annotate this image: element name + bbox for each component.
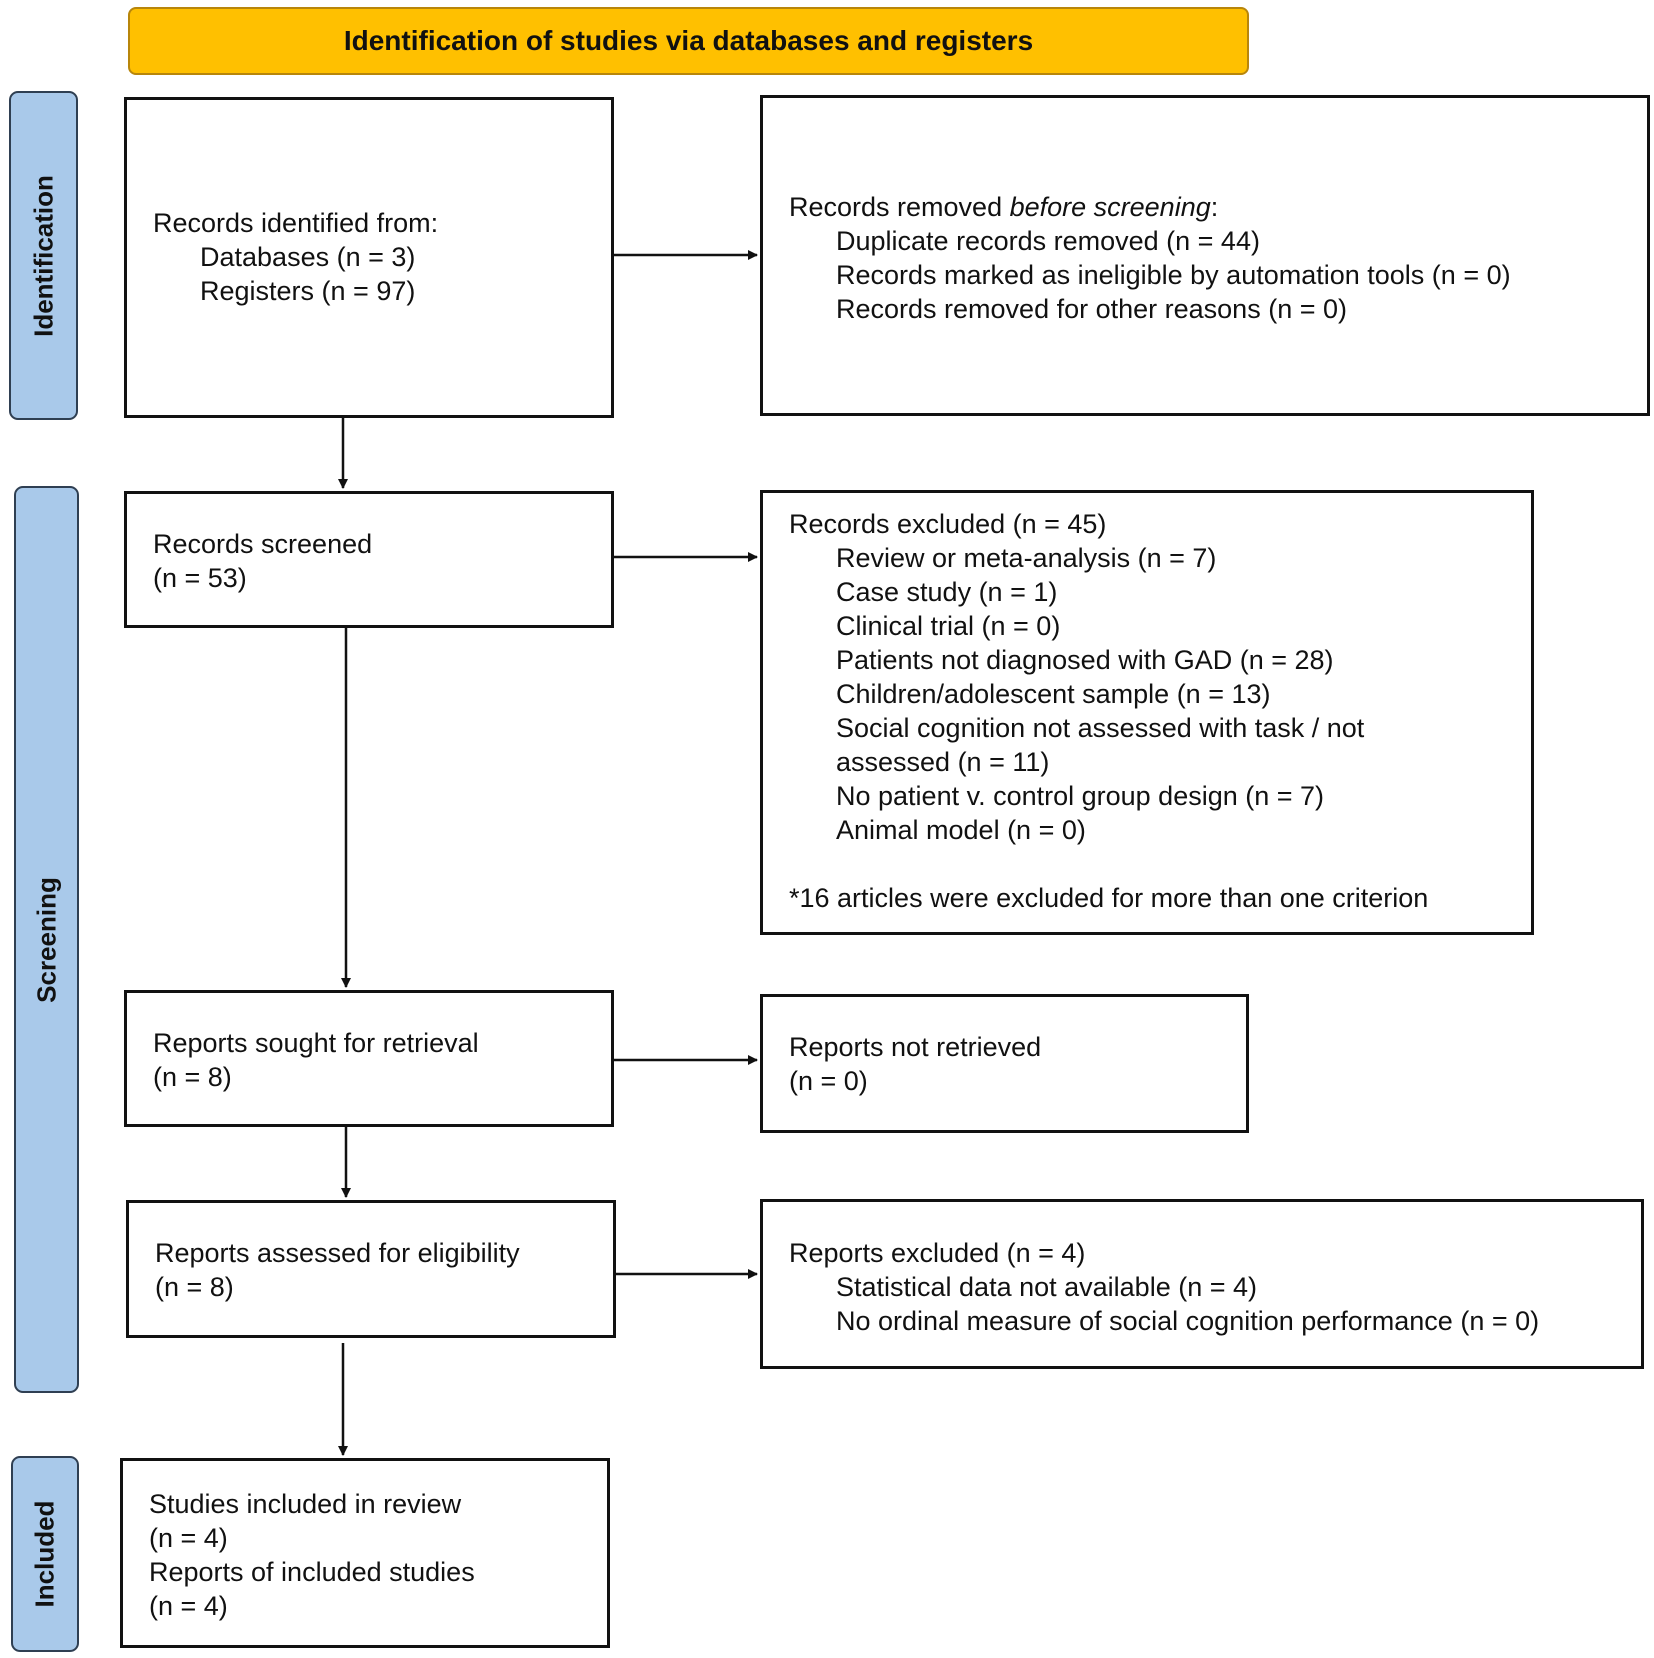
header-banner: Identification of studies via databases … — [128, 7, 1249, 75]
records-removed-item: Records marked as ineligible by automati… — [836, 260, 1511, 290]
reports-assessed-count: (n = 8) — [155, 1272, 234, 1302]
records-excluded-item: Case study (n = 1) — [836, 577, 1058, 607]
records-excluded-item: Animal model (n = 0) — [836, 815, 1086, 845]
reports-not-retrieved-title: Reports not retrieved — [789, 1032, 1042, 1062]
records-excluded-item: No patient v. control group design (n = … — [836, 781, 1325, 811]
phase-tab-screening: Screening — [14, 486, 79, 1393]
studies-included-count: (n = 4) — [149, 1523, 228, 1553]
records-excluded-item: Patients not diagnosed with GAD (n = 28) — [836, 645, 1334, 675]
records-excluded-box: Records excluded (n = 45) Review or meta… — [760, 490, 1534, 935]
reports-excluded-box: Reports excluded (n = 4) Statistical dat… — [760, 1199, 1644, 1369]
records-identified-registers: Registers (n = 97) — [200, 276, 416, 306]
records-excluded-item: Children/adolescent sample (n = 13) — [836, 679, 1271, 709]
reports-not-retrieved-count: (n = 0) — [789, 1066, 868, 1096]
records-screened-count: (n = 53) — [153, 563, 247, 593]
studies-included-box: Studies included in review (n = 4) Repor… — [120, 1458, 610, 1648]
reports-not-retrieved-box: Reports not retrieved (n = 0) — [760, 994, 1249, 1133]
studies-included-label: Studies included in review — [149, 1489, 462, 1519]
records-excluded-title: Records excluded (n = 45) — [789, 509, 1107, 539]
reports-sought-box: Reports sought for retrieval (n = 8) — [124, 990, 614, 1127]
records-identified-box: Records identified from: Databases (n = … — [124, 97, 614, 418]
records-identified-title: Records identified from: — [153, 208, 439, 238]
phase-tab-identification: Identification — [9, 91, 78, 420]
reports-excluded-title: Reports excluded (n = 4) — [789, 1238, 1086, 1268]
records-removed-box: Records removed before screening: Duplic… — [760, 95, 1650, 416]
records-removed-title: Records removed before screening: — [789, 190, 1637, 224]
records-removed-title-prefix: Records removed — [789, 192, 1010, 222]
header-title: Identification of studies via databases … — [343, 25, 1034, 56]
reports-excluded-item: No ordinal measure of social cognition p… — [836, 1306, 1540, 1336]
reports-included-count: (n = 4) — [149, 1591, 228, 1621]
records-excluded-item: Social cognition not assessed with task … — [836, 713, 1365, 777]
records-excluded-note: *16 articles were excluded for more than… — [789, 883, 1429, 913]
records-identified-databases: Databases (n = 3) — [200, 242, 416, 272]
reports-assessed-title: Reports assessed for eligibility — [155, 1238, 520, 1268]
records-removed-item: Records removed for other reasons (n = 0… — [836, 294, 1347, 324]
reports-excluded-item: Statistical data not available (n = 4) — [836, 1272, 1257, 1302]
phase-tab-included: Included — [11, 1456, 79, 1652]
reports-sought-title: Reports sought for retrieval — [153, 1028, 479, 1058]
reports-assessed-box: Reports assessed for eligibility (n = 8) — [126, 1200, 616, 1338]
reports-sought-count: (n = 8) — [153, 1062, 232, 1092]
records-removed-title-suffix: : — [1210, 192, 1219, 222]
records-excluded-item: Clinical trial (n = 0) — [836, 611, 1061, 641]
reports-included-label: Reports of included studies — [149, 1557, 475, 1587]
records-excluded-item: Review or meta-analysis (n = 7) — [836, 543, 1217, 573]
records-screened-box: Records screened (n = 53) — [124, 491, 614, 628]
records-removed-item: Duplicate records removed (n = 44) — [836, 226, 1260, 256]
records-screened-title: Records screened — [153, 529, 373, 559]
records-removed-title-italic: before screening — [1009, 192, 1211, 222]
